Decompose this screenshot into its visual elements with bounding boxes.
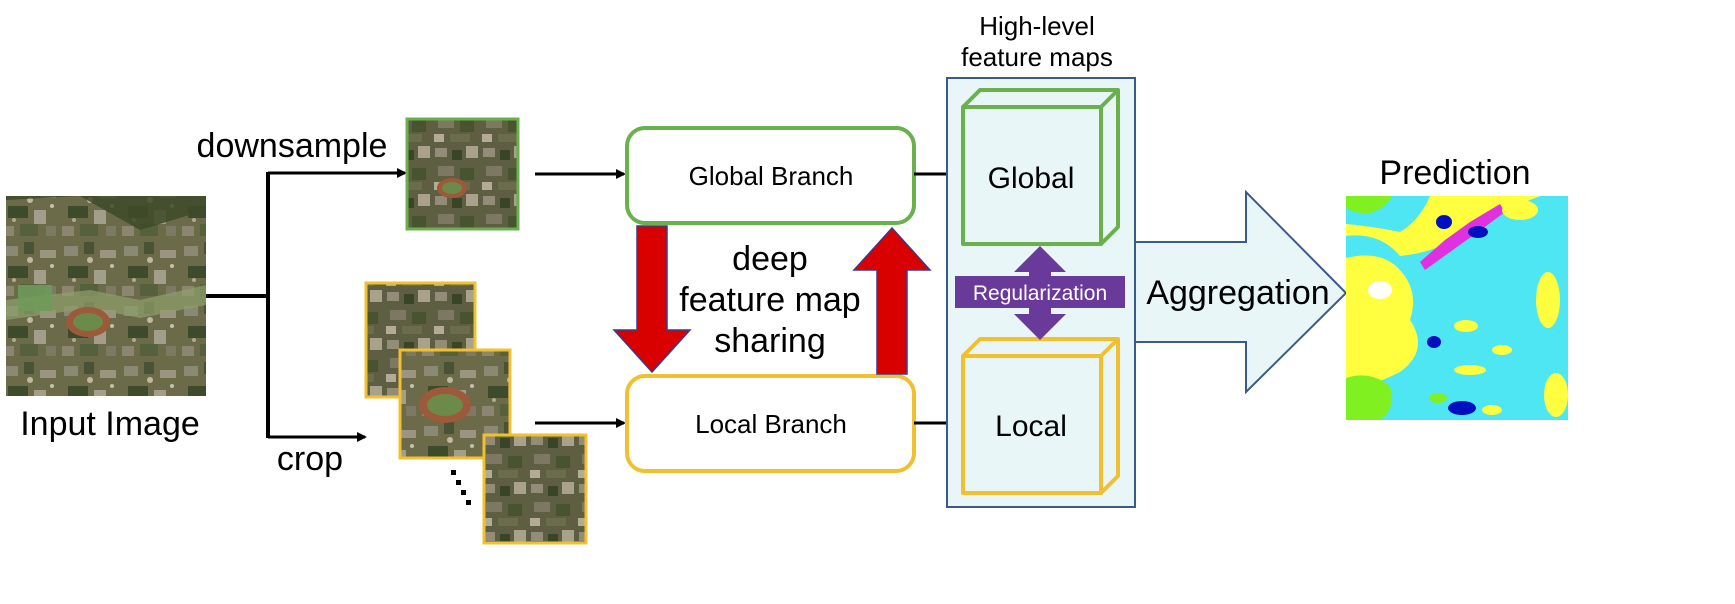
prediction-label: Prediction [1379, 154, 1530, 192]
local-branch-label: Local Branch [695, 409, 847, 439]
high-level-line-1: High-level [979, 11, 1095, 41]
local-to-global-arrow [852, 226, 932, 375]
regularization-badge [955, 276, 1125, 308]
aggregation-label: Aggregation [1146, 274, 1329, 312]
split-connector [206, 172, 270, 438]
global-to-local-arrow [612, 225, 692, 374]
local-feature-cube [961, 337, 1120, 495]
downsample-label: downsample [197, 127, 388, 165]
downsampled-image [405, 117, 520, 231]
input-image [6, 196, 206, 396]
sharing-line-3: sharing [714, 322, 826, 360]
global-feature-label: Global [988, 162, 1075, 195]
regularization-label: Regularization [973, 282, 1107, 305]
local-feature-label: Local [995, 410, 1067, 443]
high-level-line-2: feature maps [961, 42, 1113, 72]
global-feature-cube [961, 88, 1120, 246]
crop-label: crop [277, 440, 343, 478]
ellipsis-dots [451, 470, 471, 505]
global-branch-label: Global Branch [689, 161, 854, 191]
sharing-line-1: deep [732, 240, 808, 278]
prediction-map [1346, 196, 1568, 420]
input-image-label: Input Image [20, 405, 200, 443]
aggregation-arrow [1119, 189, 1348, 395]
sharing-line-2: feature map [679, 281, 860, 319]
crop-patch-3 [482, 433, 588, 545]
